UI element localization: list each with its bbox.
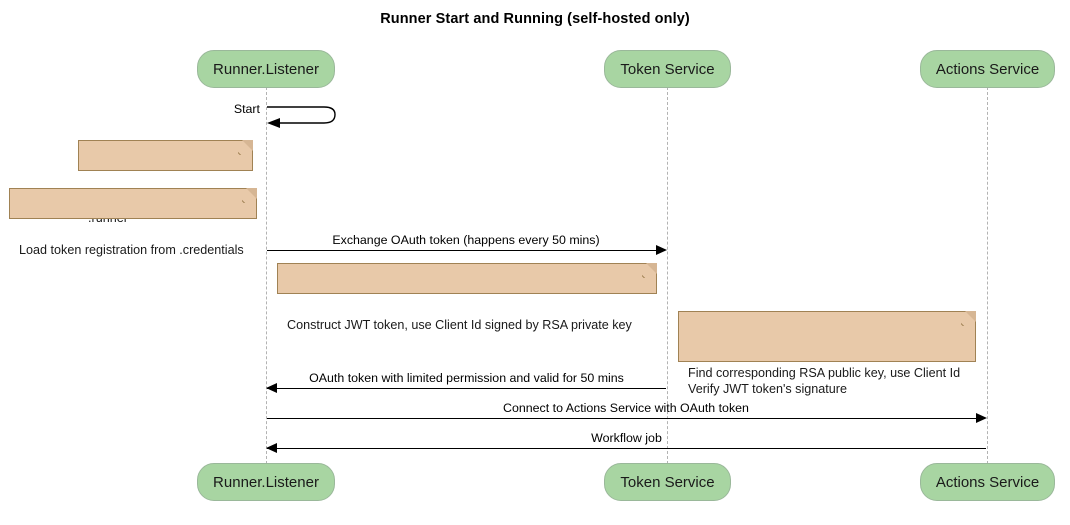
participant-runner-top[interactable]: Runner.Listener (197, 50, 335, 88)
note-load-config: Load config info from .runner (78, 140, 253, 225)
participant-token-bottom[interactable]: Token Service (604, 463, 731, 501)
lifeline-token (667, 87, 668, 464)
note-text: Construct JWT token, use Client Id signe… (287, 318, 632, 332)
note-load-token-registration: Load token registration from .credential… (9, 188, 257, 257)
note-fold-edge-icon (642, 263, 657, 278)
message-arrowhead-oauth-response (266, 383, 277, 393)
message-line-connect-actions (267, 418, 985, 419)
participant-actions-top[interactable]: Actions Service (920, 50, 1055, 88)
participant-label: Actions Service (935, 60, 1040, 78)
participant-actions-bottom[interactable]: Actions Service (920, 463, 1055, 501)
message-label-exchange-oauth: Exchange OAuth token (happens every 50 m… (332, 233, 600, 247)
participant-token-top[interactable]: Token Service (604, 50, 731, 88)
note-construct-jwt: Construct JWT token, use Client Id signe… (277, 263, 657, 332)
note-fold-edge-icon (961, 311, 976, 326)
participant-runner-bottom[interactable]: Runner.Listener (197, 463, 335, 501)
message-arrowhead-workflow-job (266, 443, 277, 453)
message-line-oauth-response (267, 388, 666, 389)
lifeline-actions (987, 87, 988, 464)
note-fold-edge-icon (238, 140, 253, 155)
participant-label: Runner.Listener (213, 473, 319, 491)
message-line-exchange-oauth (267, 250, 665, 251)
message-label-start: Start (233, 102, 260, 116)
note-verify-jwt: Find corresponding RSA public key, use C… (678, 311, 976, 396)
note-fold-edge-icon (242, 188, 257, 203)
message-label-connect-actions: Connect to Actions Service with OAuth to… (503, 401, 749, 415)
message-start-self-loop (266, 100, 341, 132)
message-arrowhead-connect-actions (976, 413, 987, 423)
page-title: Runner Start and Running (self-hosted on… (380, 11, 690, 27)
message-line-workflow-job (267, 448, 986, 449)
participant-label: Runner.Listener (213, 60, 319, 78)
participant-label: Token Service (620, 60, 715, 78)
message-label-workflow-job: Workflow job (591, 431, 662, 445)
participant-label: Token Service (620, 473, 715, 491)
self-loop-arrow-icon (267, 106, 336, 128)
note-text: Find corresponding RSA public key, use C… (688, 366, 961, 396)
message-arrowhead-exchange-oauth (656, 245, 667, 255)
lifeline-runner (266, 87, 267, 464)
participant-label: Actions Service (935, 473, 1040, 491)
message-label-oauth-response: OAuth token with limited permission and … (309, 371, 624, 385)
note-text: Load token registration from .credential… (19, 243, 244, 257)
